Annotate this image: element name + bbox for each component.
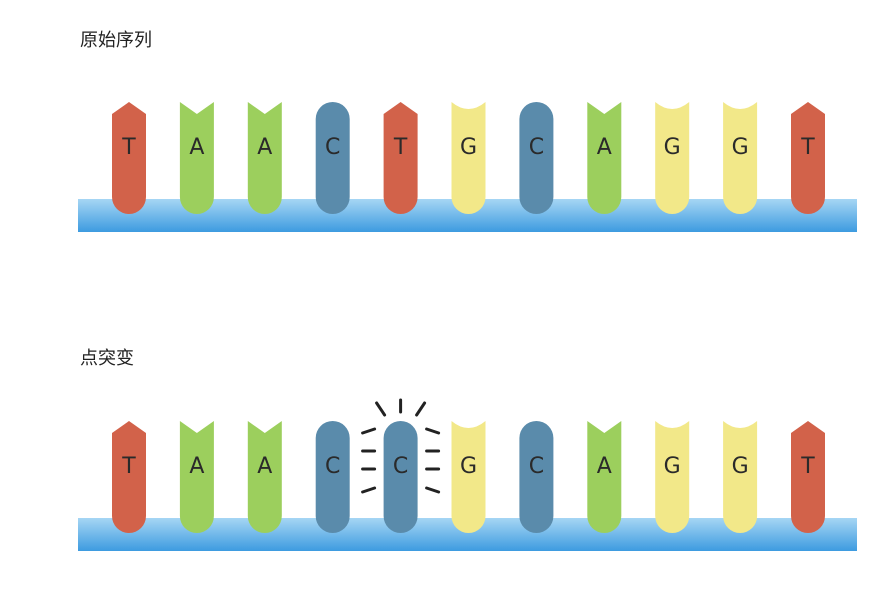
nucleotide-C-mutated: C (361, 398, 441, 533)
nucleotide-shape (519, 102, 554, 214)
nucleotide-A: A (587, 421, 622, 533)
nucleotide-letter: G (732, 135, 749, 160)
nucleotide-C: C (315, 102, 350, 214)
nucleotide-letter: A (597, 135, 612, 160)
nucleotide-shape (383, 102, 418, 214)
nucleotide-letter: A (189, 135, 204, 160)
nucleotide-G: G (451, 421, 486, 533)
nucleotide-A: A (587, 102, 622, 214)
nucleotide-shape (791, 102, 825, 214)
nucleotide-T: T (383, 102, 418, 214)
nucleotide-shape (451, 102, 486, 214)
nucleotide-letter: C (529, 135, 544, 160)
nucleotide-G: G (655, 102, 690, 214)
nucleotide-letter: G (460, 135, 477, 160)
nucleotide-letter: T (800, 454, 815, 479)
nucleotide-shape (179, 421, 214, 533)
nucleotide-letter: A (257, 135, 272, 160)
nucleotide-letter: G (664, 135, 681, 160)
nucleotide-shape (179, 102, 214, 214)
nucleotide-A: A (247, 102, 282, 214)
nucleotide-shape (315, 421, 350, 533)
nucleotide-shape (451, 421, 486, 533)
nucleotide-shape (587, 102, 622, 214)
nucleotide-shape (383, 421, 418, 533)
nucleotide-letter: A (597, 454, 612, 479)
nucleotide-G: G (451, 102, 486, 214)
nucleotide-letter: T (393, 135, 408, 160)
nucleotide-G: G (723, 102, 758, 214)
nucleotide-T: T (791, 421, 825, 533)
nucleotide-shape (247, 421, 282, 533)
nucleotide-G: G (723, 421, 758, 533)
nucleotide-shape (791, 421, 825, 533)
nucleotide-T: T (112, 102, 146, 214)
nucleotide-C: C (315, 421, 350, 533)
nucleotide-letter: G (460, 454, 477, 479)
nucleotide-letter: C (325, 454, 340, 479)
nucleotide-letter: G (664, 454, 681, 479)
nucleotide-C: C (519, 421, 554, 533)
nucleotide-T: T (112, 421, 146, 533)
nucleotide-shape (247, 102, 282, 214)
nucleotide-shape (112, 102, 146, 214)
nucleotide-C: C (519, 102, 554, 214)
nucleotide-shape (112, 421, 146, 533)
nucleotide-letter: C (529, 454, 544, 479)
nucleotide-letter: T (800, 135, 815, 160)
nucleotide-A: A (247, 421, 282, 533)
nucleotide-letter: C (325, 135, 340, 160)
nucleotide-letter: A (189, 454, 204, 479)
nucleotide-A: A (179, 421, 214, 533)
panel-title-original: 原始序列 (80, 30, 152, 51)
nucleotide-shape (315, 102, 350, 214)
nucleotide-shape (723, 421, 758, 533)
nucleotide-letter: A (257, 454, 272, 479)
mutation-highlight-icon (361, 398, 441, 494)
nucleotide-letter: G (732, 454, 749, 479)
nucleotide-A: A (179, 102, 214, 214)
nucleotide-shape (655, 421, 690, 533)
nucleotide-G: G (655, 421, 690, 533)
nucleotide-shape (655, 102, 690, 214)
nucleotide-letter: T (121, 135, 136, 160)
nucleotide-shape (723, 102, 758, 214)
nucleotide-shape (519, 421, 554, 533)
nucleotide-shape (587, 421, 622, 533)
nucleotide-letter: T (121, 454, 136, 479)
nucleotide-T: T (791, 102, 825, 214)
nucleotide-letter: C (393, 454, 408, 479)
panel-title-point-mutation: 点突变 (80, 348, 134, 369)
